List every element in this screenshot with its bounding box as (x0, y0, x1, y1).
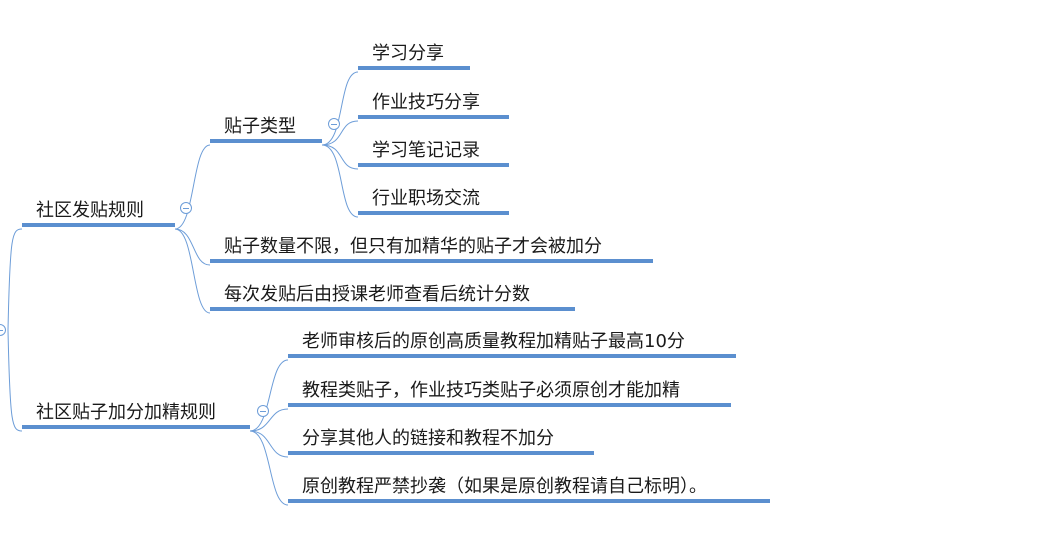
branch-posting-rules[interactable]: 社区发贴规则 (22, 199, 175, 227)
branch1-collapse-toggle[interactable] (180, 202, 192, 214)
connector-posttypes-share (321, 71, 359, 146)
node-max-score-rule-label: 老师审核后的原创高质量教程加精贴子最高10分 (302, 331, 685, 352)
node-no-score-sharing-rule-label: 分享其他人的链接和教程不加分 (302, 428, 554, 449)
posttypes-collapse-toggle[interactable] (328, 118, 340, 130)
connector-branch2-rule2 (249, 408, 289, 432)
connector-root-branch2 (7, 329, 23, 432)
connector-posttypes-career (321, 144, 359, 218)
node-teacher-review[interactable]: 每次发贴后由授课老师查看后统计分数 (210, 283, 575, 311)
connector-branch2-rule1 (249, 359, 289, 432)
connector-branch1-posttypes (174, 144, 211, 230)
node-study-notes-label: 学习笔记记录 (372, 140, 480, 161)
connector-root-branch1 (7, 228, 23, 331)
connector-branch2-rule3 (249, 430, 289, 458)
node-post-count-label: 贴子数量不限，但只有加精华的贴子才会被加分 (224, 236, 602, 257)
branch2-collapse-toggle[interactable] (257, 405, 269, 417)
node-no-score-sharing-rule[interactable]: 分享其他人的链接和教程不加分 (288, 427, 594, 455)
node-study-notes[interactable]: 学习笔记记录 (358, 139, 509, 167)
connector-posttypes-skills (321, 120, 359, 146)
node-no-plagiarism-rule-label: 原创教程严禁抄袭（如果是原创教程请自己标明）。 (302, 476, 707, 497)
node-no-plagiarism-rule[interactable]: 原创教程严禁抄袭（如果是原创教程请自己标明）。 (288, 475, 770, 503)
connector-branch1-postcount (174, 228, 211, 266)
node-career-exchange-label: 行业职场交流 (372, 188, 480, 209)
node-post-types[interactable]: 贴子类型 (210, 115, 322, 143)
node-post-count[interactable]: 贴子数量不限，但只有加精华的贴子才会被加分 (210, 235, 653, 263)
node-skill-sharing-label: 作业技巧分享 (372, 92, 480, 113)
branch-scoring-rules[interactable]: 社区贴子加分加精规则 (22, 401, 250, 429)
connector-branch2-rule4 (249, 430, 289, 506)
node-original-required-rule[interactable]: 教程类贴子，作业技巧类贴子必须原创才能加精 (288, 379, 731, 407)
node-study-sharing[interactable]: 学习分享 (358, 42, 470, 70)
branch-scoring-rules-label: 社区贴子加分加精规则 (36, 402, 216, 423)
node-study-sharing-label: 学习分享 (372, 43, 444, 64)
node-career-exchange[interactable]: 行业职场交流 (358, 187, 509, 215)
node-post-types-label: 贴子类型 (224, 116, 296, 137)
node-teacher-review-label: 每次发贴后由授课老师查看后统计分数 (224, 284, 530, 305)
node-skill-sharing[interactable]: 作业技巧分享 (358, 91, 509, 119)
node-max-score-rule[interactable]: 老师审核后的原创高质量教程加精贴子最高10分 (288, 330, 736, 358)
branch-posting-rules-label: 社区发贴规则 (36, 200, 144, 221)
connector-posttypes-notes (321, 144, 359, 170)
node-original-required-rule-label: 教程类贴子，作业技巧类贴子必须原创才能加精 (302, 380, 680, 401)
connector-branch1-review (174, 228, 211, 314)
